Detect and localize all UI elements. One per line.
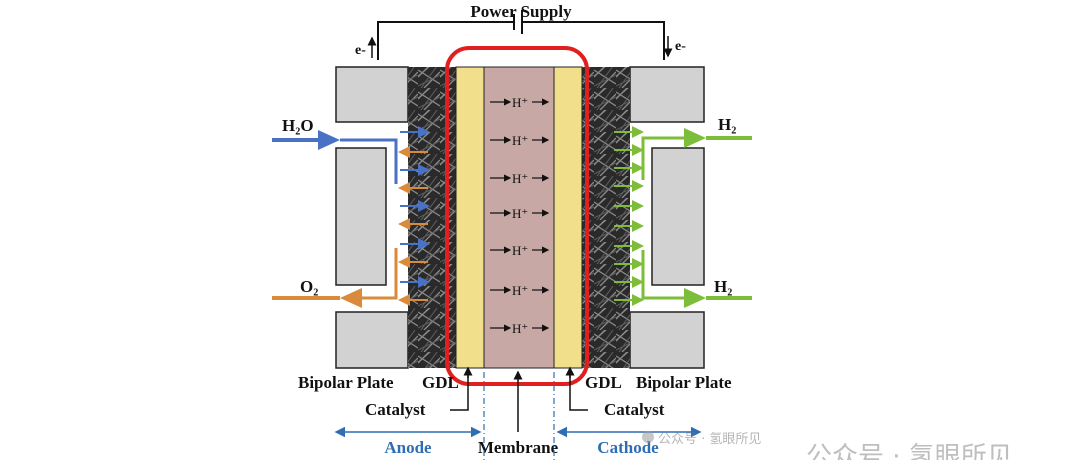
bipolar-plate-left-label: Bipolar Plate xyxy=(298,373,394,392)
h2o-label: H₂O xyxy=(282,116,314,135)
cathode-span: Cathode xyxy=(556,426,702,457)
gdl-right-label: GDL xyxy=(585,373,622,392)
oxygen-outlet-arrow: O₂ xyxy=(272,248,398,308)
membrane-callout: Membrane xyxy=(478,370,559,457)
bipolar-plate-right-label: Bipolar Plate xyxy=(636,373,732,392)
gdl-right-flow-arrows xyxy=(614,126,644,306)
electron-right-label: e- xyxy=(675,39,686,54)
proton-arrow: H⁺ xyxy=(490,206,550,221)
electron-arrow-right: e- xyxy=(663,36,686,58)
watermark: 公众号 · 氢眼所见 公众号 · 氢眼所见 xyxy=(642,431,1013,465)
membrane-label: Membrane xyxy=(478,438,559,457)
proton-label: H⁺ xyxy=(512,243,528,258)
catalyst-layer-right xyxy=(553,66,583,369)
proton-arrow: H⁺ xyxy=(490,283,550,298)
catalyst-left-callout: Catalyst xyxy=(365,366,473,419)
proton-arrow: H⁺ xyxy=(490,95,550,110)
proton-label: H⁺ xyxy=(512,283,528,298)
proton-arrow: H⁺ xyxy=(490,133,550,148)
proton-flow: H⁺ H⁺ H⁺ H⁺ H⁺ H⁺ H⁺ xyxy=(490,95,550,336)
highlight-box xyxy=(445,46,589,386)
power-supply-label: Power Supply xyxy=(470,2,572,21)
proton-arrow: H⁺ xyxy=(490,243,550,258)
bipolar-plate-left xyxy=(335,66,409,369)
proton-label: H⁺ xyxy=(512,206,528,221)
anode-label: Anode xyxy=(384,438,432,457)
bipolar-plate-right xyxy=(629,66,705,369)
water-inlet-arrow: H₂O xyxy=(272,116,398,184)
power-supply-circuit: Power Supply xyxy=(377,2,665,60)
anode-span: Anode xyxy=(334,426,482,457)
gdl-left-flow-arrows xyxy=(398,126,430,306)
proton-arrow: H⁺ xyxy=(490,321,550,336)
electron-arrow-left: e- xyxy=(355,36,377,58)
catalyst-right-label: Catalyst xyxy=(604,400,665,419)
watermark-large: 公众号 · 氢眼所见 xyxy=(806,442,1013,460)
h2-outlet-arrow-bottom: H₂ xyxy=(641,250,752,308)
h2-outlet-arrow-top: H₂ xyxy=(641,115,752,180)
proton-arrow: H⁺ xyxy=(490,171,550,186)
proton-label: H⁺ xyxy=(512,133,528,148)
proton-label: H⁺ xyxy=(512,95,528,110)
cathode-label: Cathode xyxy=(597,438,659,457)
proton-label: H⁺ xyxy=(512,171,528,186)
h2-bottom-label: H₂ xyxy=(714,277,732,296)
electron-left-label: e- xyxy=(355,43,366,58)
h2-top-label: H₂ xyxy=(718,115,736,134)
o2-label: O₂ xyxy=(300,277,318,296)
proton-label: H⁺ xyxy=(512,321,528,336)
gdl-right xyxy=(582,67,630,368)
wechat-icon xyxy=(642,431,654,443)
catalyst-right-callout: Catalyst xyxy=(565,366,665,419)
membrane xyxy=(483,66,555,369)
catalyst-layer-left xyxy=(455,66,485,369)
catalyst-left-label: Catalyst xyxy=(365,400,426,419)
gdl-left-label: GDL xyxy=(422,373,459,392)
watermark-small: 公众号 · 氢眼所见 xyxy=(658,432,761,447)
